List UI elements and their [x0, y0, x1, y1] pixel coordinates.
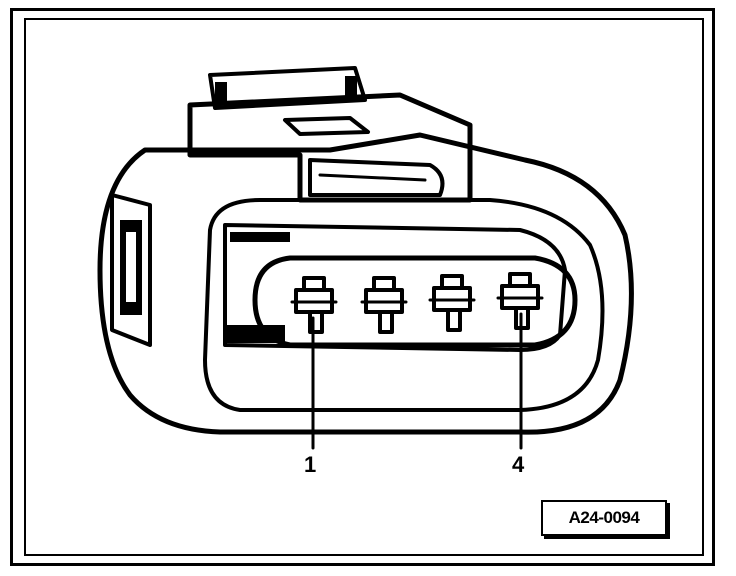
side-latch [110, 193, 152, 347]
pin-4-terminal [496, 272, 544, 330]
pin-3-terminal [428, 274, 476, 332]
figure-reference-code: A24-0094 [541, 500, 667, 536]
pin-2-terminal [360, 276, 408, 334]
inner-frame [24, 18, 704, 556]
locking-tab [187, 66, 473, 203]
pin-1-terminal [290, 276, 338, 334]
callout-1-label: 1 [304, 452, 317, 477]
connector-housing-outer [97, 132, 634, 435]
connector-housing-inner [203, 198, 605, 412]
terminal-plate [223, 223, 578, 352]
callout-4-label: 4 [512, 452, 525, 477]
